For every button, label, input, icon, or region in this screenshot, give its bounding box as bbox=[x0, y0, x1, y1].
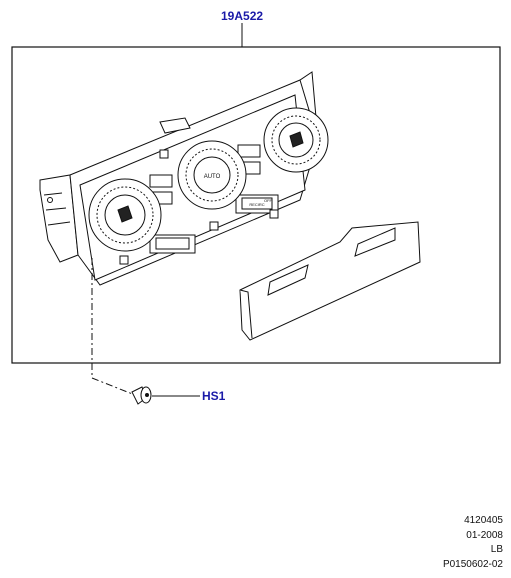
center-knob-label: AUTO bbox=[204, 174, 221, 180]
reference-part-code: P0150602-02 bbox=[442, 558, 503, 570]
right-button-a-label: RECIRC bbox=[249, 202, 264, 207]
assembly-callout-label: 19A522 bbox=[221, 9, 264, 23]
right-button-b-label: OFF bbox=[264, 198, 273, 203]
fixing-path-line bbox=[91, 258, 136, 396]
right-temperature-knob bbox=[263, 107, 329, 173]
center-mode-knob bbox=[177, 140, 247, 210]
assembly-frame bbox=[11, 46, 501, 364]
reference-date: 01-2008 bbox=[466, 529, 503, 541]
front-trim-bezel bbox=[239, 221, 421, 341]
screw-callout-label: HS1 bbox=[202, 389, 226, 403]
drawing-reference-block: 4120405 01-2008 LB P0150602-02 bbox=[443, 514, 503, 572]
reference-number: 4120405 bbox=[464, 515, 503, 526]
screw-hs1 bbox=[131, 386, 152, 405]
left-temperature-knob bbox=[88, 178, 162, 252]
reference-model-code: LB bbox=[490, 544, 503, 555]
